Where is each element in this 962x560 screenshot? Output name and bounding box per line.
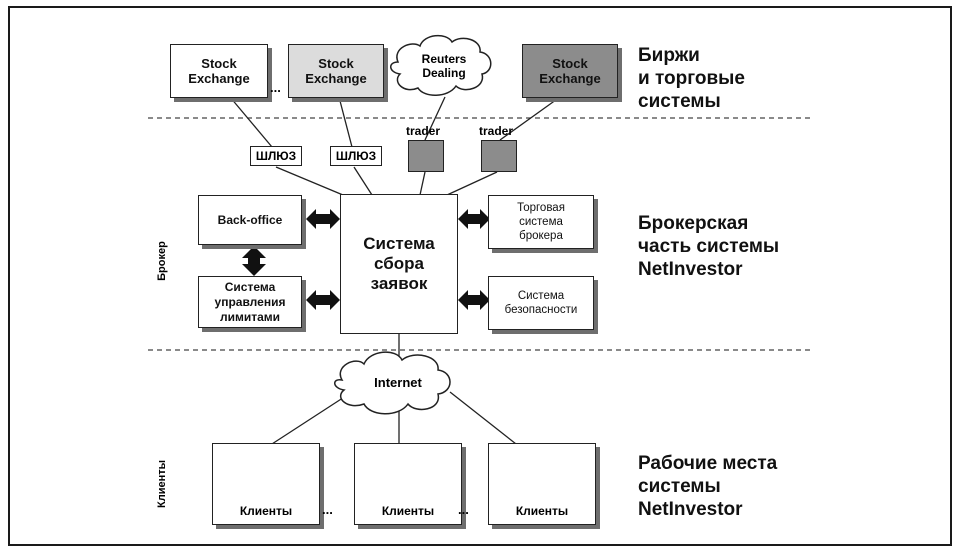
- broker-side-label: Брокер: [155, 241, 168, 281]
- diagram-frame: [8, 6, 952, 546]
- client-workstation-1: Клиенты: [212, 443, 320, 525]
- client-workstation-3: Клиенты: [488, 443, 596, 525]
- trader-terminal-2: [481, 140, 517, 172]
- trader-terminal-1: [408, 140, 444, 172]
- internet-cloud: [334, 351, 451, 415]
- clients-ellipsis-1: ...: [322, 502, 333, 517]
- reuters-cloud: [390, 34, 492, 96]
- trader-label-1: trader: [406, 124, 441, 138]
- section-title-broker: Брокерская часть системы NetInvestor: [638, 213, 780, 280]
- back-office-box: Back-office: [198, 195, 302, 245]
- internet-label: Internet: [374, 375, 422, 390]
- exchange-ellipsis: ...: [270, 80, 281, 95]
- client-workstation-2: Клиенты: [354, 443, 462, 525]
- stock-exchange-3: Stock Exchange: [522, 44, 618, 98]
- limits-system-box: Система управления лимитами: [198, 276, 302, 328]
- stock-exchange-2: Stock Exchange: [288, 44, 384, 98]
- section-title-exchanges: Биржи и торговые системы: [638, 45, 745, 112]
- broker-trading-system-box: Торговая система брокера: [488, 195, 594, 249]
- section-title-clients: Рабочие места системы NetInvestor: [638, 453, 778, 520]
- trader-label-2: trader: [479, 124, 514, 138]
- clients-ellipsis-2: ...: [458, 502, 469, 517]
- clients-side-label: Клиенты: [156, 459, 169, 509]
- security-system-box: Система безопасности: [488, 276, 594, 330]
- order-collection-system: Система сбора заявок: [340, 194, 458, 334]
- stock-exchange-1: Stock Exchange: [170, 44, 268, 98]
- gateway-1: ШЛЮЗ: [250, 146, 302, 166]
- gateway-2: ШЛЮЗ: [330, 146, 382, 166]
- reuters-dealing-label: Reuters Dealing: [421, 52, 467, 80]
- arrows: [242, 209, 490, 310]
